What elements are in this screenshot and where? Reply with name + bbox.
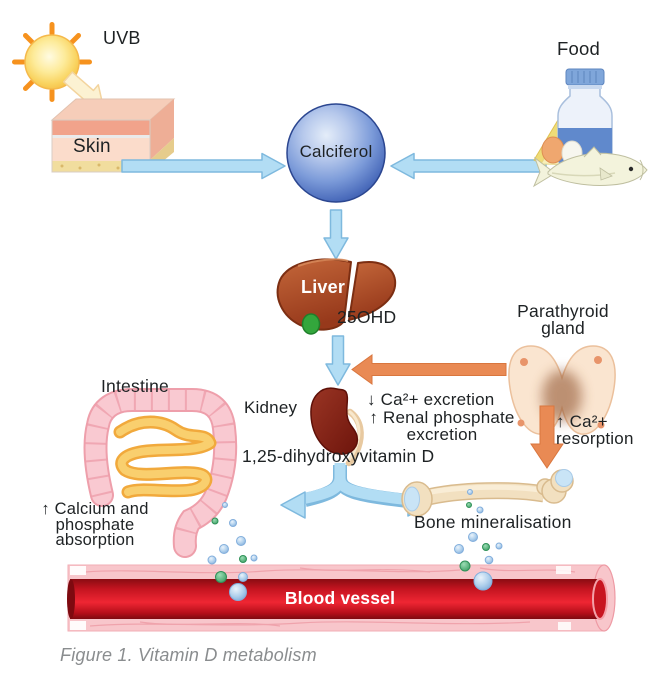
kidney-icon bbox=[310, 387, 364, 467]
arrow-calciferol-to-liver bbox=[323, 209, 349, 260]
arrow-parathyroid-to-kidney bbox=[351, 354, 507, 385]
arrow-food-to-calciferol bbox=[390, 152, 547, 180]
uvb-label: UVB bbox=[103, 28, 141, 48]
bone-mineralisation-label: Bone mineralisation bbox=[414, 512, 572, 532]
liver-label: Liver bbox=[301, 277, 346, 297]
ca-resorption-label: ↑ Ca²+ resorption bbox=[556, 412, 634, 448]
gallbladder-icon bbox=[301, 313, 321, 335]
calciferol-sphere-icon bbox=[286, 103, 386, 203]
mineral-bubbles-icon bbox=[207, 489, 503, 601]
bone-icon bbox=[401, 469, 574, 517]
calciferol-label: Calciferol bbox=[299, 142, 373, 161]
skin-label: Skin bbox=[73, 136, 111, 157]
figure-caption: Figure 1. Vitamin D metabolism bbox=[60, 645, 317, 665]
blood-vessel-icon bbox=[67, 564, 616, 632]
food-label: Food bbox=[557, 38, 600, 59]
arrow-skin-to-calciferol bbox=[121, 152, 286, 180]
parathyroid-gland-label: Parathyroid gland bbox=[517, 301, 609, 339]
food-icon bbox=[532, 68, 648, 188]
calcium-absorption-label: ↑ Calcium and phosphate absorption bbox=[41, 500, 149, 550]
renal-phosphate-label: ↑ Renal phosphate excretion bbox=[369, 408, 515, 445]
intestine-icon bbox=[83, 388, 238, 558]
arrow-liver-to-kidney bbox=[325, 335, 351, 386]
blood-vessel-label: Blood vessel bbox=[284, 588, 396, 608]
ohd-label: 25OHD bbox=[337, 307, 397, 327]
arrow-parathyroid-to-bone bbox=[530, 405, 564, 469]
fish-icon bbox=[532, 146, 648, 188]
ca-excretion-label: ↓ Ca²+ excretion bbox=[367, 390, 495, 409]
kidney-label: Kidney bbox=[244, 398, 298, 417]
dihydroxyvitamin-d-label: 1,25-dihydroxyvitamin D bbox=[242, 446, 435, 466]
intestine-label: Intestine bbox=[101, 376, 169, 396]
liver-icon bbox=[276, 258, 397, 335]
